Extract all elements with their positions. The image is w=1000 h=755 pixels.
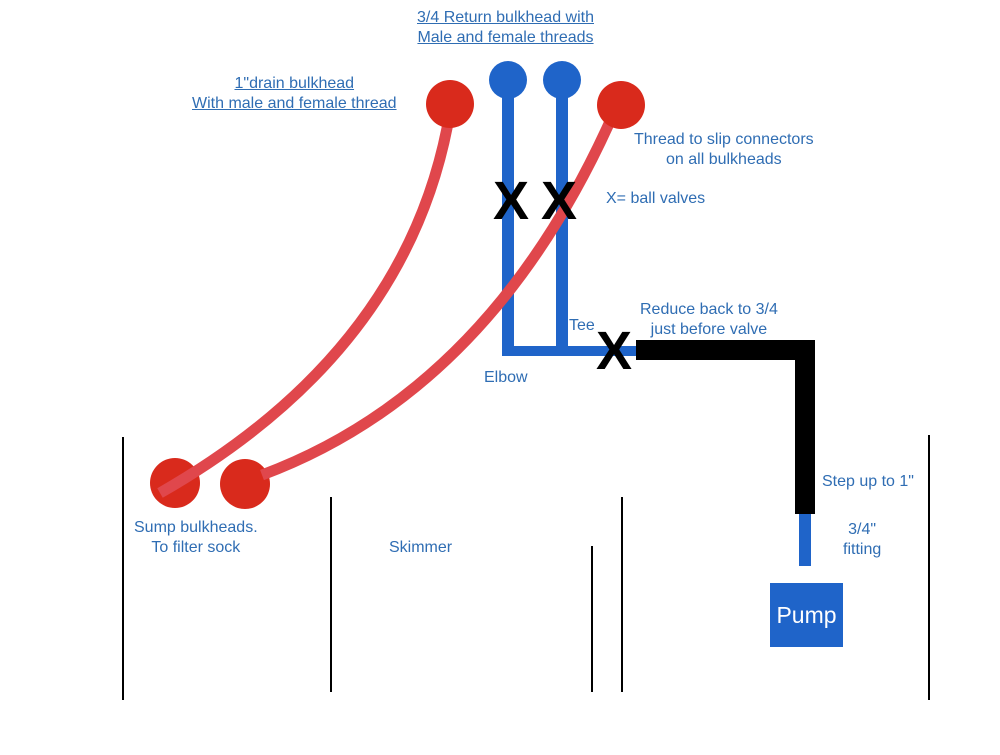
ball-valve-main: X (595, 321, 633, 381)
elbow-label: Elbow (484, 369, 528, 386)
return-bulkhead-label: 3/4 Return bulkhead with Male and female… (417, 9, 594, 46)
drain-bulkhead-label: 1"drain bulkhead With male and female th… (192, 75, 397, 112)
main-return-line (636, 340, 815, 514)
ball-valve-left: X (492, 171, 530, 231)
ball-valves-legend: X= ball valves (606, 190, 706, 207)
drain-bulkhead-left (426, 80, 474, 128)
drain-bulkhead-right (597, 81, 645, 129)
ball-valve-right: X (540, 171, 578, 231)
return-bulkhead-left (489, 61, 527, 99)
fitting-label: 3/4" fitting (843, 521, 882, 558)
sump-bulkheads-label: Sump bulkheads. To filter sock (134, 519, 258, 556)
drain-line-right (260, 114, 618, 481)
return-bulkhead-right (543, 61, 581, 99)
tee-label: Tee (569, 317, 595, 334)
pump: Pump (770, 583, 843, 647)
thread-note-label: Thread to slip connectors on all bulkhea… (634, 131, 814, 168)
step-up-label: Step up to 1" (822, 473, 914, 490)
sump-bulkhead-right (220, 459, 270, 509)
drain-line-left (157, 111, 456, 498)
drain-lines (150, 80, 645, 509)
reduce-label: Reduce back to 3/4 just before valve (640, 301, 778, 338)
skimmer-label: Skimmer (389, 539, 453, 556)
